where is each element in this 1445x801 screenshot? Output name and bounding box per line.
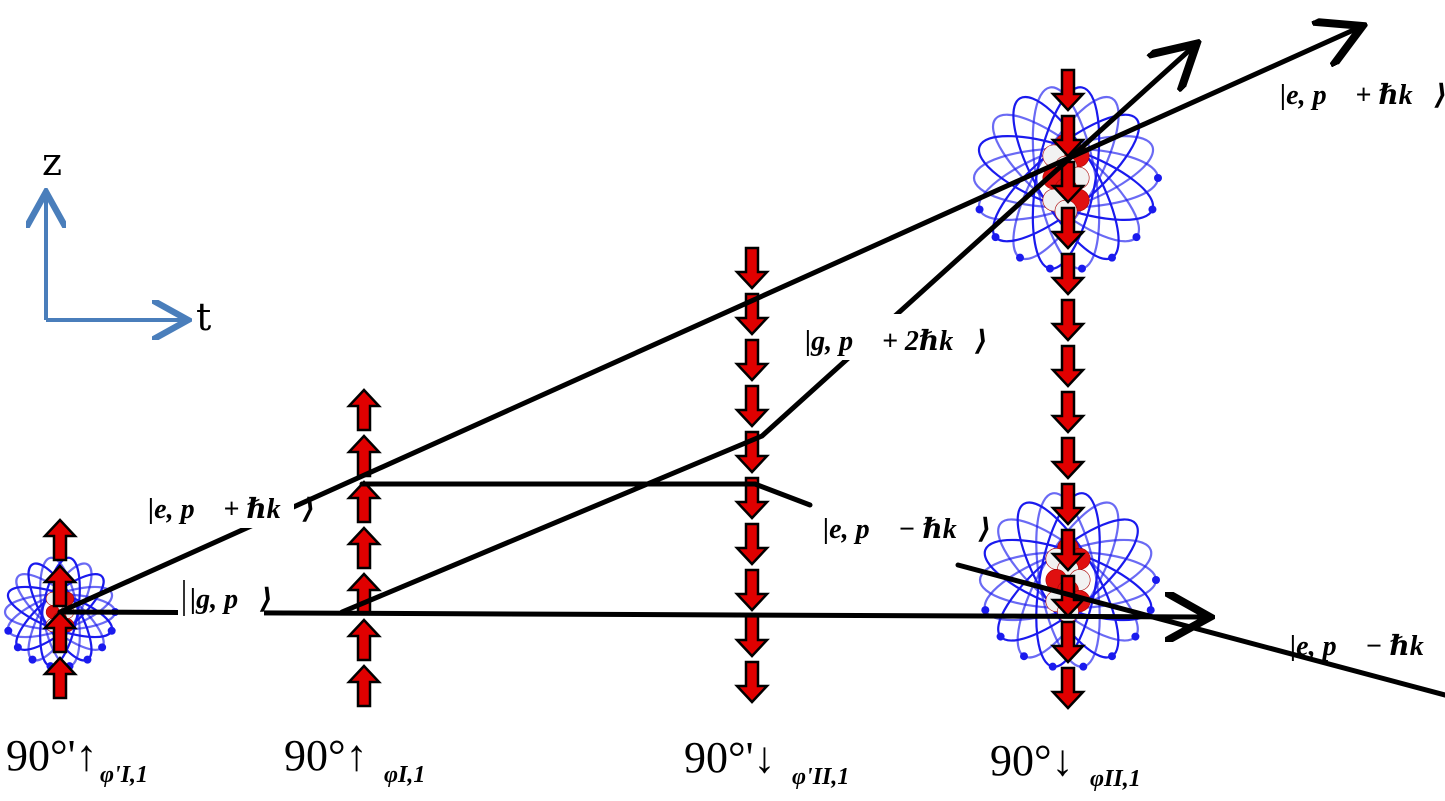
- arrow-down-icon: [734, 568, 770, 612]
- state-label-g-p-2hk: |g, p⃗ + 2ℏk⃗⟩: [801, 314, 988, 360]
- arrow-up-icon: [42, 610, 78, 654]
- pulse-main-label: 90°'↑: [6, 731, 98, 780]
- arrow-down-icon: [1050, 68, 1086, 112]
- pulse-sub-label: φII,1: [1090, 766, 1141, 792]
- pulse-column-2: [346, 388, 382, 708]
- arrow-down-icon: [1050, 114, 1086, 158]
- arrow-down-icon: [734, 660, 770, 704]
- pulse-sub-label: φ'I,1: [100, 762, 148, 788]
- pulse-column-3: [734, 246, 770, 704]
- path-lower-exit: [955, 562, 1445, 698]
- path-horizontal-arm: [359, 481, 813, 508]
- axes-indicator: z t: [42, 140, 211, 339]
- pulse-label-1: 90°'↑ φ'I,1: [6, 731, 148, 788]
- arrow-down-icon: [1050, 344, 1086, 388]
- arrow-down-icon: [1050, 298, 1086, 342]
- arrow-down-icon: [1050, 436, 1086, 480]
- arrow-down-icon: [1050, 666, 1086, 710]
- pulse-column-1: [42, 518, 78, 700]
- state-text: |e, p⃗ + ℏk⃗⟩: [1280, 80, 1445, 111]
- path-mid-arm: [339, 47, 1193, 615]
- state-text: |e, p⃗ − ℏk⃗⟩: [1290, 631, 1445, 662]
- state-label-e-p-hk-1: |e, p⃗ + ℏk⃗⟩: [144, 482, 315, 528]
- pulse-sub-label: φI,1: [384, 762, 425, 788]
- pulse-label-4: 90°↓ φII,1: [990, 736, 1141, 792]
- state-label-e-p-mhk-2: |e, p⃗ − ℏk⃗⟩: [1290, 631, 1445, 662]
- arrow-up-icon: [42, 564, 78, 608]
- arrow-down-icon: [734, 246, 770, 290]
- arrow-down-icon: [734, 522, 770, 566]
- arrow-down-icon: [734, 614, 770, 658]
- arrow-down-icon: [734, 338, 770, 382]
- state-labels: |g, p⃗⟩ |e, p⃗ + ℏk⃗⟩ |g, p⃗ + 2ℏk⃗⟩ |e,…: [144, 80, 1445, 662]
- z-axis-label: z: [42, 140, 62, 184]
- pulse-label-2: 90°↑ φI,1: [284, 731, 425, 788]
- pulse-columns: [42, 68, 1086, 710]
- arrow-down-icon: [1050, 620, 1086, 664]
- arrow-up-icon: [346, 480, 382, 524]
- pulse-column-4: [1050, 68, 1086, 710]
- state-text: |e, p⃗ + ℏk⃗⟩: [148, 494, 315, 525]
- arrow-up-icon: [346, 618, 382, 662]
- arrow-down-icon: [1050, 482, 1086, 526]
- state-label-g-p: |g, p⃗⟩: [178, 576, 273, 616]
- arrow-down-icon: [1050, 528, 1086, 572]
- arrow-up-icon: [42, 518, 78, 562]
- state-text: |e, p⃗ − ℏk⃗⟩: [823, 514, 991, 545]
- state-label-e-p-hk-2: |e, p⃗ + ℏk⃗⟩: [1280, 80, 1445, 111]
- pulse-labels: 90°'↑ φ'I,1 90°↑ φI,1 90°'↓ φ'II,1 90°↓ …: [6, 731, 1141, 792]
- arrow-down-icon: [1050, 160, 1086, 204]
- state-text: |g, p⃗ + 2ℏk⃗⟩: [805, 326, 988, 357]
- pulse-main-label: 90°↓: [990, 736, 1074, 785]
- pulse-main-label: 90°'↓: [684, 733, 776, 782]
- arrow-down-icon: [1050, 206, 1086, 250]
- arrow-down-icon: [1050, 390, 1086, 434]
- pulse-label-3: 90°'↓ φ'II,1: [684, 733, 849, 790]
- pulse-sub-label: φ'II,1: [792, 764, 849, 790]
- state-label-e-p-mhk-1: |e, p⃗ − ℏk⃗⟩: [819, 502, 991, 548]
- arrow-up-icon: [346, 388, 382, 432]
- arrow-up-icon: [346, 526, 382, 570]
- arrow-up-icon: [42, 656, 78, 700]
- state-text: |g, p⃗⟩: [190, 584, 273, 615]
- arrow-up-icon: [346, 664, 382, 708]
- arrow-down-icon: [734, 384, 770, 428]
- arrow-down-icon: [734, 476, 770, 520]
- arrow-down-icon: [1050, 252, 1086, 296]
- t-axis-label: t: [196, 295, 211, 339]
- pulse-main-label: 90°↑: [284, 731, 368, 780]
